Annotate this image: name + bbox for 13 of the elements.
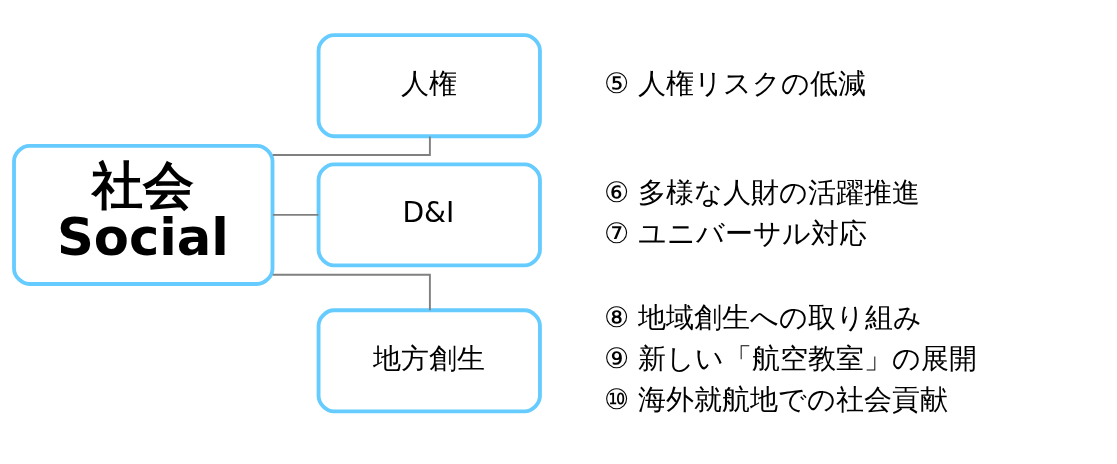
- connector: [271, 273, 431, 311]
- connector: [271, 213, 320, 216]
- node-label: ⑨ 新しい「航空教室」の展開: [603, 341, 978, 375]
- connector: [271, 135, 431, 156]
- node-box: 人権: [316, 32, 542, 138]
- node-label: ⑤ 人権リスクの低減: [603, 66, 867, 100]
- node-box: 地方創生: [316, 307, 542, 413]
- node-box: 社会 Social: [12, 143, 275, 286]
- node-label: ⑧ 地域創生への取り組み: [603, 300, 923, 334]
- node-box: D&I: [316, 161, 542, 267]
- node-label: ⑥ 多様な人財の活躍推進: [603, 175, 921, 209]
- node-label: ⑩ 海外就航地での社会貢献: [603, 382, 949, 416]
- node-label: ⑦ ユニバーサル対応: [603, 216, 868, 250]
